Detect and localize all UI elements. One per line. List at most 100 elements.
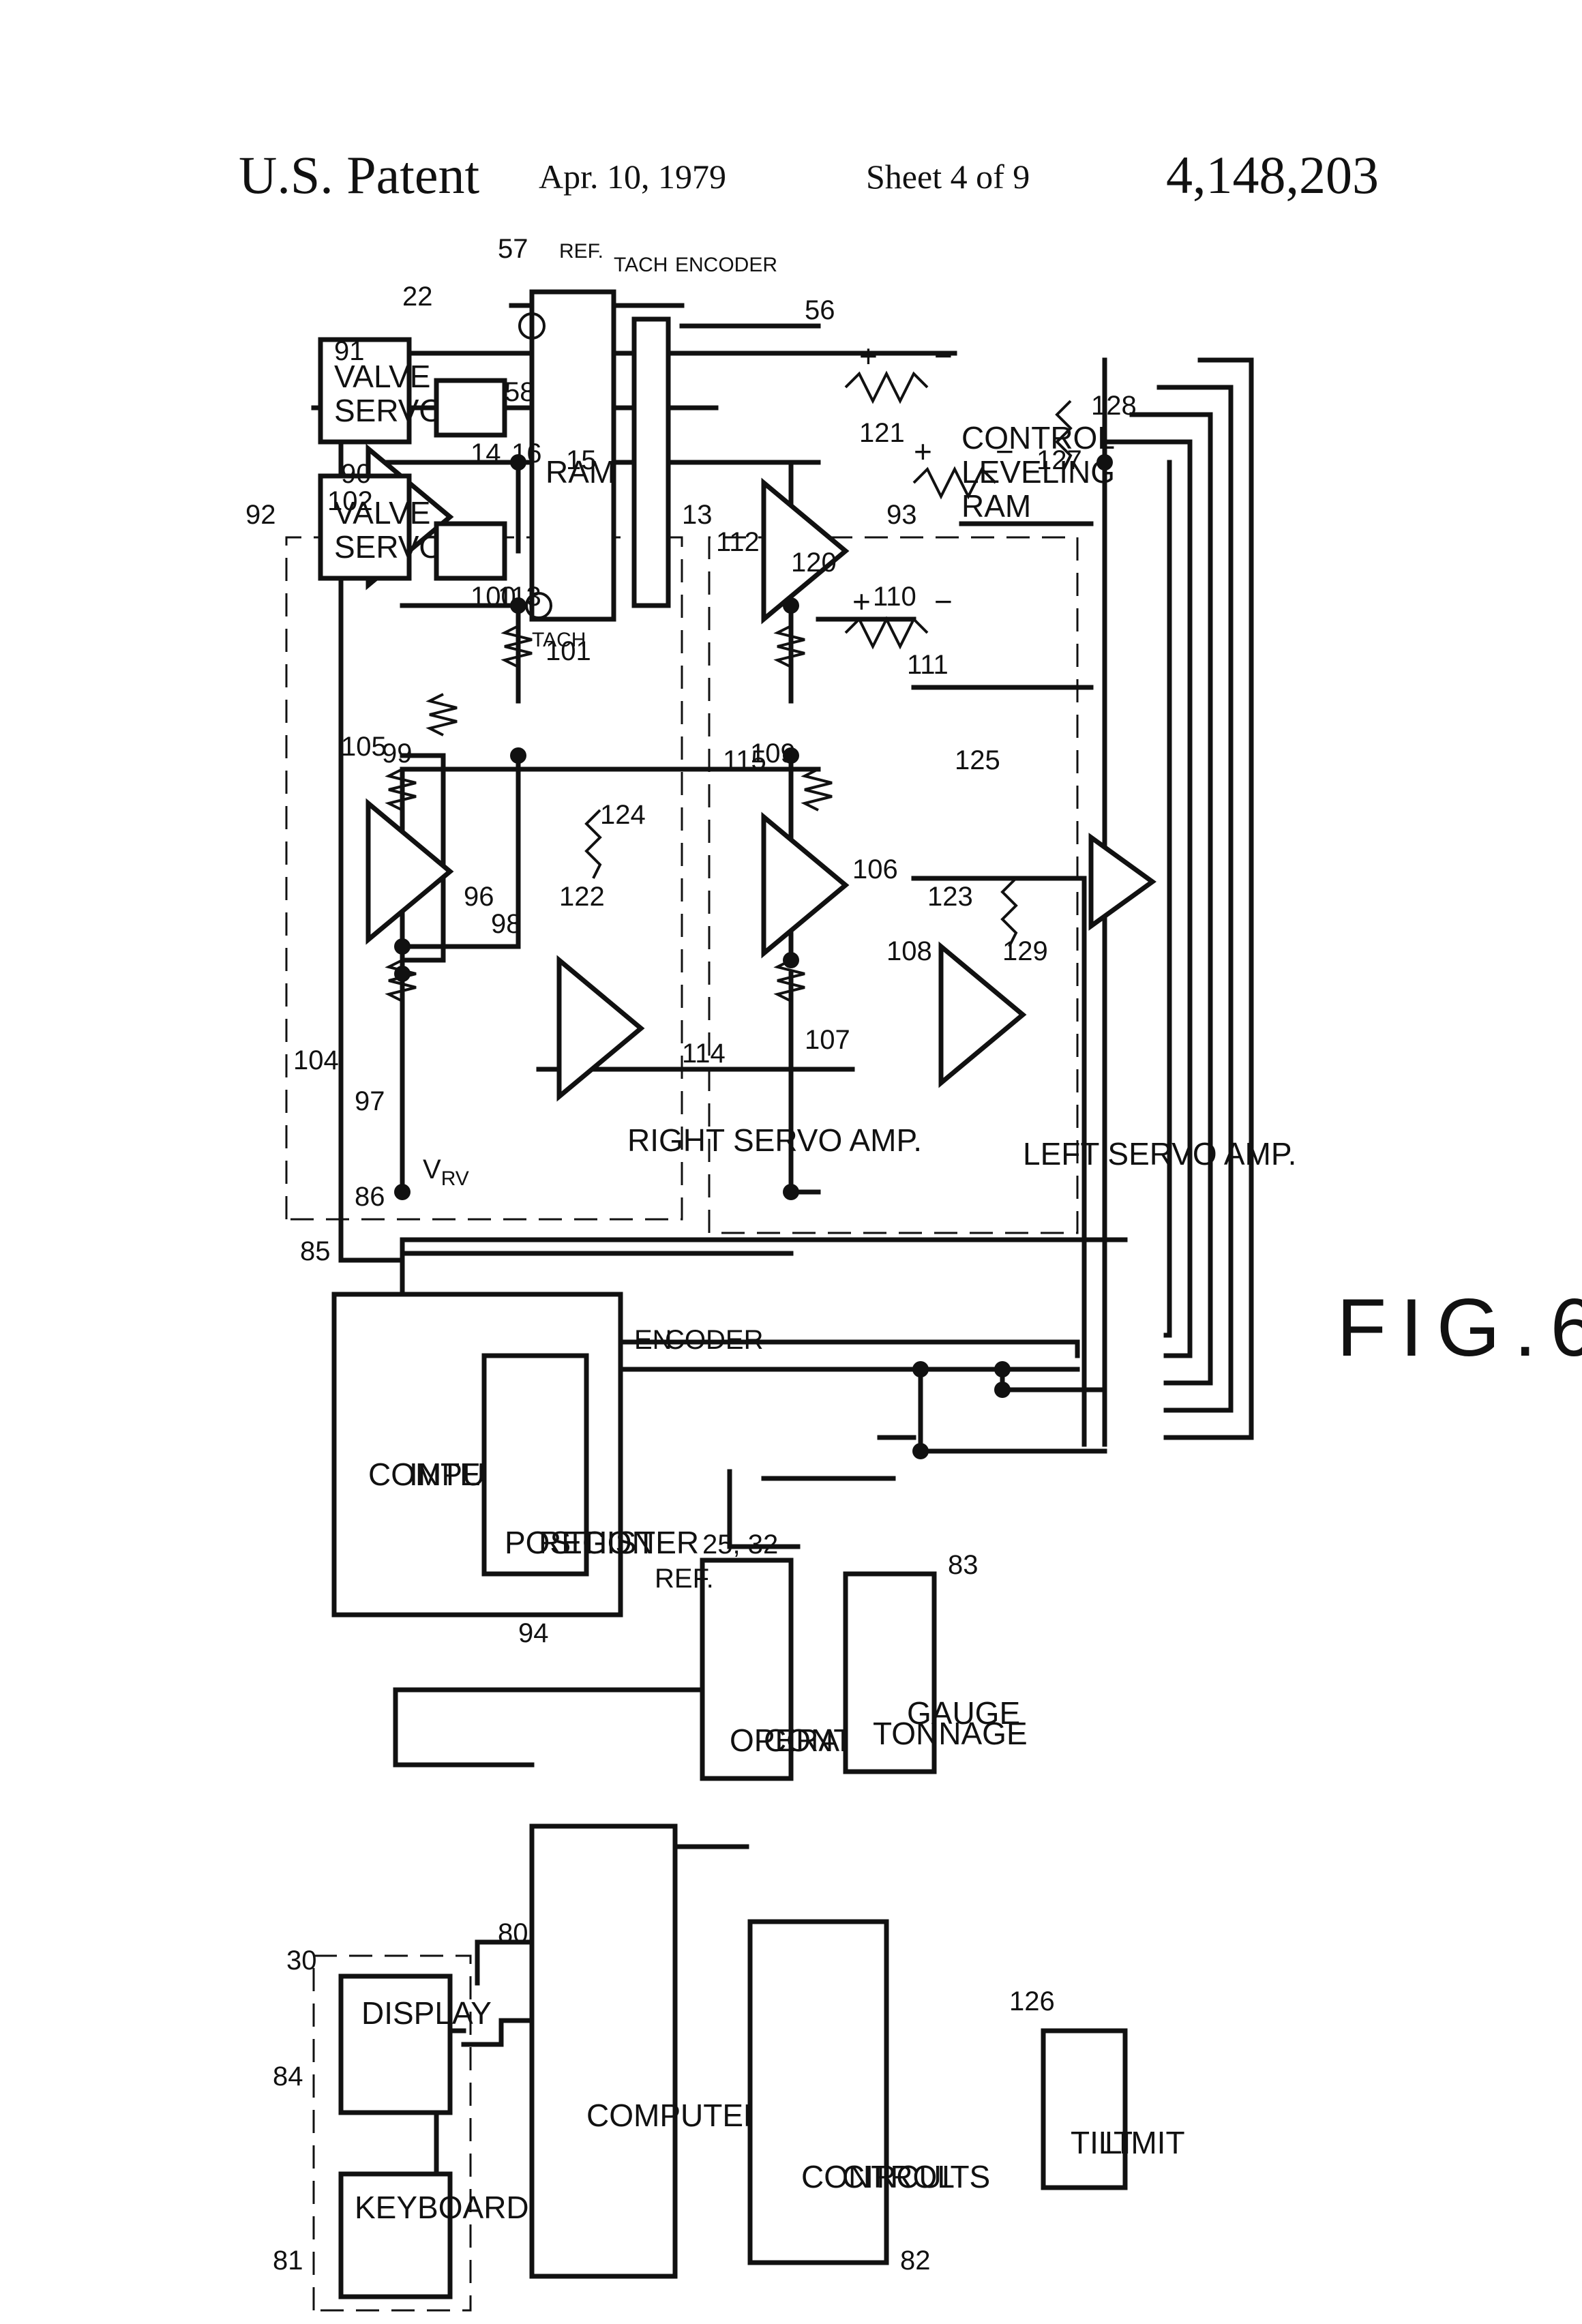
servo-valve-91-label-2: VALVE	[334, 359, 430, 394]
ref-91: 91	[334, 336, 365, 366]
ref-123: 123	[927, 882, 973, 912]
patent-number: 4,148,203	[1166, 145, 1379, 205]
servo-valve-90-label-2: VALVE	[334, 495, 430, 531]
keyboard-box: KEYBOARD	[338, 2171, 529, 2299]
ram-leveling-label-2: LEVELING	[961, 454, 1115, 490]
minus-label-56: −	[934, 338, 953, 374]
ref-label-2: REF.	[559, 240, 603, 263]
cylinder-15	[434, 378, 507, 438]
patent-date: Apr. 10, 1979	[539, 158, 726, 196]
op-amp-96	[365, 798, 454, 945]
tach-113-circle	[525, 592, 552, 619]
resistors	[385, 400, 1073, 1002]
ref-109: 109	[750, 739, 796, 769]
ref-82: 82	[900, 2246, 931, 2276]
computer-label: COMPUTER	[586, 2098, 766, 2133]
ref-128: 128	[1091, 391, 1137, 421]
ram-leveling-label-1: RAM	[961, 488, 1031, 524]
tonnage-gauge-box: TONNAGE GAUGE	[843, 1571, 1028, 1774]
ref-97: 97	[355, 1086, 385, 1116]
display-label: DISPLAY	[361, 1995, 492, 2031]
ref-100: 100	[471, 582, 516, 612]
control-circuits-label-2: CIRCUITS	[842, 2159, 990, 2194]
op-amp-122	[556, 955, 645, 1102]
ref-106: 106	[852, 854, 898, 884]
reference-numerals: 81 84 30 80 82 25, 32 83 126 94 85 86 97…	[245, 234, 1137, 2276]
position-register-box: POSITION REGISTER	[481, 1353, 699, 1577]
ref-14: 14	[471, 438, 501, 468]
tach-58-circle	[518, 312, 546, 340]
ref-125: 125	[955, 745, 1000, 775]
ref-90: 90	[341, 459, 372, 489]
buffer-129	[1088, 833, 1156, 931]
encoder-a-label: EN-	[634, 1325, 681, 1355]
ref-115: 115	[723, 745, 766, 775]
ram-leveling-label-3: CONTROL	[961, 420, 1115, 456]
op-amp-123	[938, 941, 1027, 1088]
ref-99: 99	[382, 739, 413, 769]
plus-label-121: +	[914, 434, 932, 469]
ref-107: 107	[805, 1025, 850, 1055]
ref-83: 83	[948, 1550, 979, 1580]
ref-16: 16	[511, 438, 542, 468]
ref-122: 122	[559, 882, 605, 912]
left-servo-amp-label: LEFT SERVO AMP.	[1023, 1136, 1296, 1172]
ref-93: 93	[886, 500, 917, 530]
junction-dots	[394, 454, 1113, 1459]
encoder-b-label: CODER	[665, 1325, 763, 1355]
tonnage-gauge-label-2: GAUGE	[907, 1695, 1020, 1731]
ref-108: 108	[886, 936, 932, 966]
figure-label: FIG.6	[1337, 1282, 1582, 1373]
op-amp-106	[761, 811, 850, 959]
ref-127: 127	[1036, 445, 1082, 475]
ref-111: 111	[907, 650, 949, 680]
ref-112: 112	[716, 527, 760, 557]
patent-label: U.S. Patent	[239, 145, 480, 205]
ref-22: 22	[402, 282, 433, 312]
ref-58: 58	[505, 377, 535, 407]
ref-13: 13	[682, 500, 713, 530]
ref-96: 96	[464, 882, 494, 912]
position-register-label-2: REGISTER	[539, 1525, 699, 1560]
minus-label-121: −	[996, 434, 1014, 469]
ref-56: 56	[805, 295, 835, 325]
ref-98: 98	[491, 909, 522, 939]
op-amp-110	[761, 477, 850, 625]
keyboard-label: KEYBOARD	[355, 2190, 529, 2225]
ref-110: 110	[873, 582, 916, 612]
plus-label-120: +	[852, 584, 871, 619]
ref-101: 101	[546, 636, 591, 666]
ref-84: 84	[273, 2061, 303, 2091]
ref-114: 114	[682, 1039, 726, 1069]
operator-console-outline	[312, 1954, 472, 2312]
computer-box: COMPUTER	[529, 1823, 766, 2279]
tilt-limit-box: TILT LIMIT	[1041, 2028, 1185, 2190]
potentiometer-120	[844, 616, 929, 650]
ram-label: RAM	[546, 454, 615, 490]
ref-86: 86	[355, 1182, 385, 1212]
servo-valve-91: SERVO VALVE	[318, 337, 443, 445]
ram-block: RAM	[529, 289, 616, 622]
bed-13	[631, 316, 671, 608]
ref-92: 92	[245, 500, 276, 530]
tonnage-gauge-label-1: TONNAGE	[873, 1716, 1028, 1751]
ref-85: 85	[300, 1236, 331, 1266]
right-servo-amp-outline	[285, 536, 683, 1221]
potentiometer-56	[844, 370, 929, 404]
ref-105: 105	[341, 732, 387, 762]
encoder-label: ENCODER	[675, 254, 777, 276]
tach-label-2: TACH	[532, 629, 586, 651]
ref-label: REF.	[655, 1564, 714, 1594]
ref-57: 57	[498, 234, 528, 264]
tilt-limit-label-2: LIMIT	[1105, 2125, 1185, 2160]
ref-129: 129	[1002, 936, 1048, 966]
sheet-number: Sheet 4 of 9	[866, 158, 1030, 196]
schematic-diagram: KEYBOARD DISPLAY COMPUTER CONTROL CIRCUI…	[245, 234, 1582, 2312]
ref-126: 126	[1009, 1986, 1055, 2016]
tach-label: TACH	[614, 254, 668, 276]
ref-120: 120	[791, 548, 837, 578]
ref-25-32: 25, 32	[702, 1530, 778, 1560]
servo-valve-90: SERVO VALVE	[318, 473, 443, 581]
minus-label-120: −	[934, 584, 953, 619]
ref-80: 80	[498, 1918, 528, 1948]
